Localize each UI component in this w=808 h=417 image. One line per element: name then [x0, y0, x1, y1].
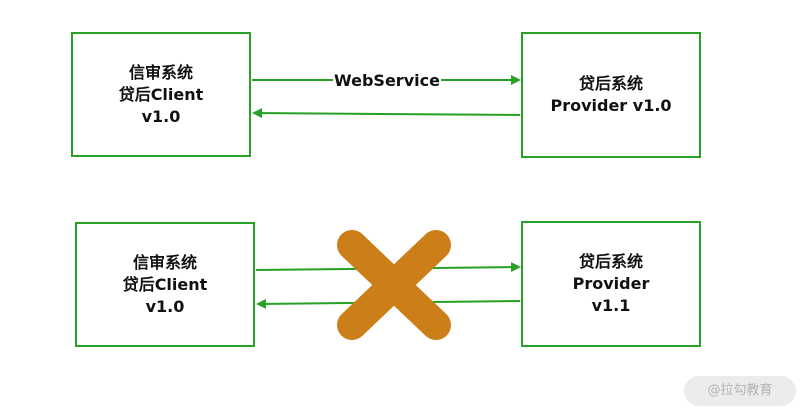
provider-top-line2: Provider v1.0 [550, 96, 672, 115]
client-top-line1: 信审系统 [128, 62, 193, 82]
arrow-top-response [252, 108, 521, 119]
client-box-top: 信审系统 贷后Client v1.0 [71, 32, 251, 157]
client-bottom-line3: v1.0 [145, 296, 185, 316]
provider-bottom-line3: v1.1 [591, 296, 631, 315]
provider-box-bottom: 贷后系统 Provider v1.1 [521, 221, 701, 347]
provider-bottom-line2: Provider [572, 274, 650, 293]
webservice-label: WebService [333, 70, 441, 92]
watermark-badge: @拉勾教育 [684, 376, 796, 406]
client-top-line3: v1.0 [141, 106, 181, 126]
client-top-line2: 贷后Client [118, 84, 204, 104]
client-bottom-line2: 贷后Client [122, 274, 208, 294]
client-bottom-line1: 信审系统 [132, 252, 197, 272]
client-box-bottom: 信审系统 贷后Client v1.0 [75, 222, 255, 347]
provider-top-line1: 贷后系统 [578, 74, 643, 93]
provider-bottom-line1: 贷后系统 [578, 252, 643, 271]
cross-icon [337, 230, 451, 340]
provider-box-top: 贷后系统 Provider v1.0 [521, 32, 701, 158]
